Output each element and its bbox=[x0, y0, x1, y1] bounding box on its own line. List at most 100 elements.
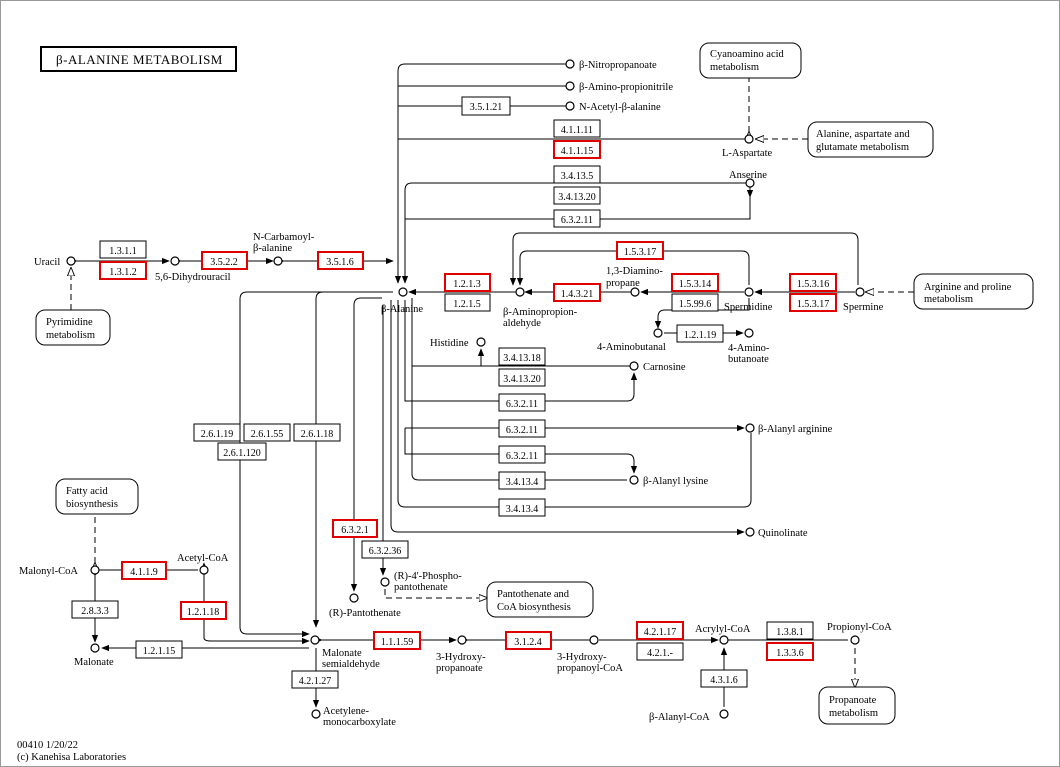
compound-spermidine[interactable] bbox=[744, 287, 754, 297]
enzyme-3.5.1.21[interactable]: 3.5.1.21 bbox=[461, 96, 511, 116]
enzyme-6.3.2.36[interactable]: 6.3.2.36 bbox=[361, 540, 409, 559]
enzyme-1.5.3.16[interactable]: 1.5.3.16 bbox=[789, 273, 837, 292]
enzyme-1.3.1.2[interactable]: 1.3.1.2 bbox=[99, 261, 147, 280]
enzyme-1.2.1.18[interactable]: 1.2.1.18 bbox=[180, 601, 227, 620]
enzyme-4.2.1.27[interactable]: 4.2.1.27 bbox=[291, 670, 339, 689]
compound-propionyl-coa[interactable] bbox=[850, 635, 860, 645]
svg-text:3.4.13.20: 3.4.13.20 bbox=[503, 374, 541, 385]
enzyme-4.1.1.9[interactable]: 4.1.1.9 bbox=[121, 561, 167, 580]
compound-pantothenate[interactable] bbox=[349, 593, 359, 603]
compound-hydroxypropanoyl-coa[interactable] bbox=[589, 635, 599, 645]
enzyme-3.4.13.4-b[interactable]: 3.4.13.4 bbox=[498, 498, 546, 517]
compound-aminopropionitrile[interactable] bbox=[565, 81, 575, 91]
enzyme-1.3.1.1[interactable]: 1.3.1.1 bbox=[99, 240, 147, 259]
enzyme-3.5.2.2[interactable]: 3.5.2.2 bbox=[201, 251, 248, 270]
enzyme-1.2.1.19[interactable]: 1.2.1.19 bbox=[676, 324, 724, 343]
compound-malonyl-coa[interactable] bbox=[90, 565, 100, 575]
pathway-map-links: Cyanoamino acid metabolism Alanine, aspa… bbox=[35, 42, 1034, 725]
compound-aminobutanoate[interactable] bbox=[744, 328, 754, 338]
enzyme-4.2.1.17[interactable]: 4.2.1.17 bbox=[636, 621, 684, 640]
enzyme-2.6.1.55[interactable]: 2.6.1.55 bbox=[243, 423, 291, 442]
label-semialdehyde-1: Malonate bbox=[322, 648, 362, 659]
map-alanine-aspartate[interactable]: Alanine, aspartate and glutamate metabol… bbox=[807, 121, 934, 158]
enzyme-1.5.99.6[interactable]: 1.5.99.6 bbox=[671, 293, 719, 312]
map-pyrimidine[interactable]: Pyrimidine metabolism bbox=[35, 309, 111, 346]
compound-hydroxypropanoate[interactable] bbox=[457, 635, 467, 645]
enzyme-6.3.2.1[interactable]: 6.3.2.1 bbox=[332, 519, 378, 538]
label-hydroxypropanoate-2: propanoate bbox=[436, 663, 483, 674]
enzyme-1.2.1.15[interactable]: 1.2.1.15 bbox=[135, 640, 183, 659]
enzyme-2.6.1.18[interactable]: 2.6.1.18 bbox=[293, 423, 341, 442]
map-fatty-acid[interactable]: Fatty acid biosynthesis bbox=[55, 478, 139, 515]
compound-aspartate[interactable] bbox=[744, 134, 754, 144]
enzyme-3.4.13.20[interactable]: 3.4.13.20 bbox=[553, 186, 601, 205]
compound-nitropropanoate[interactable] bbox=[565, 59, 575, 69]
enzyme-1.5.3.14[interactable]: 1.5.3.14 bbox=[671, 273, 719, 292]
map-propanoate[interactable]: Propanoate metabolism bbox=[818, 686, 896, 725]
compound-aminopropionaldehyde[interactable] bbox=[515, 287, 525, 297]
map-cyanoamino[interactable]: Cyanoamino acid metabolism bbox=[699, 42, 802, 79]
enzyme-1.2.1.3[interactable]: 1.2.1.3 bbox=[444, 273, 491, 292]
compound-uracil[interactable] bbox=[66, 256, 76, 266]
compound-anserine[interactable] bbox=[745, 178, 755, 188]
svg-text:6.3.2.36: 6.3.2.36 bbox=[369, 546, 402, 557]
compound-alanyl-lysine[interactable] bbox=[629, 475, 639, 485]
svg-text:Propanoate: Propanoate bbox=[829, 695, 877, 706]
compound-aminobutanal[interactable] bbox=[653, 328, 663, 338]
compound-malonate[interactable] bbox=[90, 643, 100, 653]
enzyme-3.4.13.5[interactable]: 3.4.13.5 bbox=[553, 165, 601, 184]
enzyme-3.5.1.6[interactable]: 3.5.1.6 bbox=[317, 251, 364, 270]
enzyme-3.4.13.18[interactable]: 3.4.13.18 bbox=[498, 347, 546, 366]
edge-pantothenate-map bbox=[384, 589, 487, 598]
compound-acrylyl-coa[interactable] bbox=[719, 635, 729, 645]
svg-text:1.3.3.6: 1.3.3.6 bbox=[776, 648, 804, 659]
svg-text:6.3.2.11: 6.3.2.11 bbox=[561, 215, 593, 226]
compound-dihydrouracil[interactable] bbox=[170, 256, 180, 266]
compound-acetyl-coa[interactable] bbox=[199, 565, 209, 575]
enzyme-1.3.3.6[interactable]: 1.3.3.6 bbox=[766, 642, 814, 661]
enzyme-1.2.1.5[interactable]: 1.2.1.5 bbox=[444, 293, 491, 312]
enzyme-3.4.13.20-b[interactable]: 3.4.13.20 bbox=[498, 368, 546, 387]
compound-carnosine[interactable] bbox=[629, 361, 639, 371]
enzyme-3.4.13.4-a[interactable]: 3.4.13.4 bbox=[498, 471, 546, 490]
enzyme-1.5.3.17-b[interactable]: 1.5.3.17 bbox=[789, 293, 837, 312]
edge-balanine-semialdehyde-b bbox=[315, 291, 393, 627]
map-arginine-proline[interactable]: Arginine and proline metabolism bbox=[913, 273, 1034, 310]
enzyme-6.3.2.11-c[interactable]: 6.3.2.11 bbox=[498, 419, 546, 438]
compound-quinolinate[interactable] bbox=[745, 527, 755, 537]
enzyme-4.3.1.6[interactable]: 4.3.1.6 bbox=[700, 669, 748, 688]
compound-beta-alanine[interactable] bbox=[398, 287, 408, 297]
enzyme-2.6.1.120[interactable]: 2.6.1.120 bbox=[217, 442, 267, 461]
compound-acetylalanine[interactable] bbox=[565, 101, 575, 111]
enzyme-4.2.1.-[interactable]: 4.2.1.- bbox=[636, 642, 684, 661]
compound-spermine[interactable] bbox=[855, 287, 865, 297]
compound-histidine[interactable] bbox=[476, 337, 486, 347]
compound-acetylene-monocarboxylate[interactable] bbox=[311, 709, 321, 719]
enzyme-3.1.2.4[interactable]: 3.1.2.4 bbox=[505, 631, 552, 650]
enzyme-6.3.2.11-d[interactable]: 6.3.2.11 bbox=[498, 445, 546, 464]
enzyme-6.3.2.11-b[interactable]: 6.3.2.11 bbox=[498, 393, 546, 412]
svg-text:4.2.1.17: 4.2.1.17 bbox=[644, 627, 677, 638]
enzyme-4.1.1.11[interactable]: 4.1.1.11 bbox=[553, 119, 601, 138]
label-propionyl-coa: Propionyl-CoA bbox=[827, 622, 892, 633]
enzyme-4.1.1.15[interactable]: 4.1.1.15 bbox=[553, 140, 601, 159]
enzyme-1.3.8.1[interactable]: 1.3.8.1 bbox=[766, 621, 814, 640]
compound-carbamoyl-alanine[interactable] bbox=[273, 256, 283, 266]
svg-text:1.3.1.1: 1.3.1.1 bbox=[109, 246, 137, 257]
enzyme-2.8.3.3[interactable]: 2.8.3.3 bbox=[71, 600, 119, 619]
enzyme-2.6.1.19[interactable]: 2.6.1.19 bbox=[193, 423, 241, 442]
compound-diaminopropane[interactable] bbox=[630, 287, 640, 297]
svg-text:3.5.1.6: 3.5.1.6 bbox=[326, 257, 354, 268]
map-title: β-ALANINE METABOLISM bbox=[40, 46, 237, 72]
compound-phosphopantothenate[interactable] bbox=[380, 577, 390, 587]
compound-alanyl-coa[interactable] bbox=[719, 709, 729, 719]
map-pantothenate-coa[interactable]: Pantothenate and CoA biosynthesis bbox=[486, 581, 594, 618]
enzyme-1.5.3.17-a[interactable]: 1.5.3.17 bbox=[616, 241, 664, 260]
compound-alanyl-arginine[interactable] bbox=[745, 423, 755, 433]
svg-text:3.4.13.4: 3.4.13.4 bbox=[506, 504, 539, 515]
enzyme-1.1.1.59[interactable]: 1.1.1.59 bbox=[373, 631, 421, 650]
compound-malonate-semialdehyde[interactable] bbox=[310, 635, 320, 645]
svg-text:4.1.1.11: 4.1.1.11 bbox=[561, 125, 593, 136]
enzyme-1.4.3.21[interactable]: 1.4.3.21 bbox=[553, 283, 601, 302]
enzyme-6.3.2.11[interactable]: 6.3.2.11 bbox=[553, 209, 601, 228]
